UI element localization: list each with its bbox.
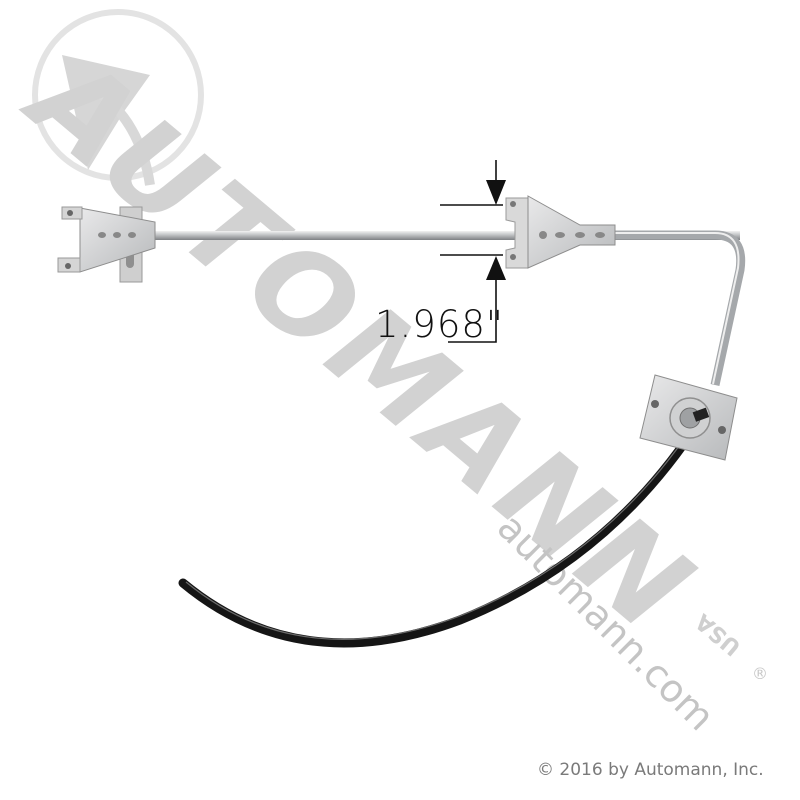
center-bracket bbox=[505, 195, 616, 269]
watermark-arrow-icon bbox=[62, 55, 150, 170]
gearbox bbox=[639, 374, 738, 461]
watermark-circle-icon bbox=[32, 9, 204, 181]
copyright-text: © 2016 by Automann, Inc. bbox=[537, 760, 764, 780]
dimension-label: 1.968" bbox=[375, 303, 504, 346]
guide-rod bbox=[150, 230, 746, 386]
cable bbox=[178, 415, 705, 648]
left-bracket bbox=[57, 206, 156, 283]
registered-mark-icon: ® bbox=[752, 664, 768, 683]
dimension-annotation bbox=[440, 160, 506, 343]
